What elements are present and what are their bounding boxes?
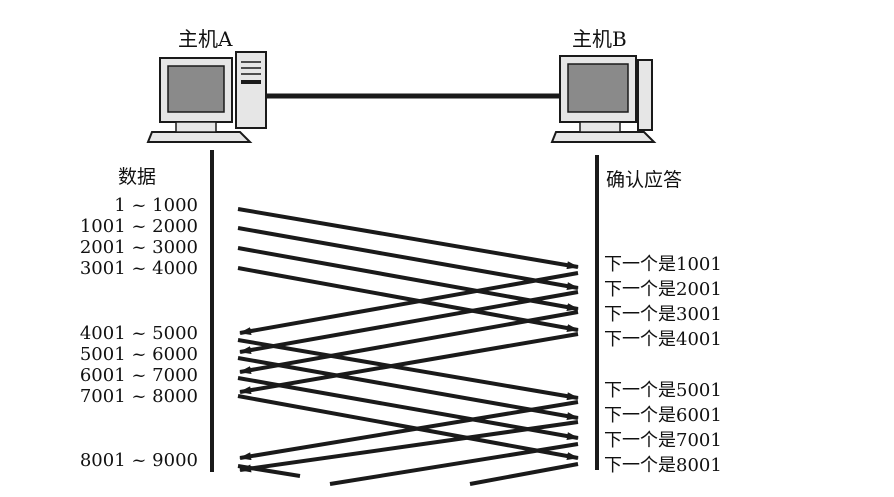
ack-arrow: [239, 290, 579, 355]
ack-arrow: [239, 400, 579, 461]
data-arrow: [237, 394, 579, 460]
ack-arrow: [239, 420, 579, 473]
data-column-heading: 数据: [118, 166, 156, 188]
ack-arrow: [329, 442, 579, 486]
data-segment-label: 3001 ~ 4000: [80, 258, 198, 279]
host-b-computer-icon: [550, 55, 657, 143]
data-arrow: [237, 226, 579, 291]
ack-label: 下一个是7001: [604, 430, 722, 451]
ack-labels: 下一个是1001 下一个是2001 下一个是3001 下一个是4001 下一个是…: [604, 254, 722, 476]
data-arrow: [237, 356, 579, 421]
ack-arrow: [239, 310, 579, 375]
data-arrow: [237, 207, 579, 270]
data-segment-label: 6001 ~ 7000: [80, 365, 198, 386]
ack-arrow: [239, 332, 579, 395]
ack-label: 下一个是4001: [604, 329, 722, 350]
data-segment-label: 5001 ~ 6000: [80, 344, 198, 365]
ack-arrow: [239, 271, 579, 336]
ack-column-heading: 确认应答: [606, 169, 682, 191]
host-a-computer-icon: [146, 51, 267, 143]
data-arrow: [237, 338, 579, 401]
data-arrow: [237, 376, 579, 441]
ack-label: 下一个是2001: [604, 279, 722, 300]
data-segment-label: 1 ~ 1000: [114, 195, 198, 216]
data-segment-label: 2001 ~ 3000: [80, 237, 198, 258]
ack-label: 下一个是1001: [604, 254, 722, 275]
host-b-label: 主机B: [572, 27, 627, 51]
data-arrow: [237, 246, 579, 311]
data-segment-label: 7001 ~ 8000: [80, 386, 198, 407]
data-segment-label: 1001 ~ 2000: [80, 216, 198, 237]
ack-label: 下一个是6001: [604, 405, 722, 426]
ack-arrow: [469, 462, 579, 486]
host-a-label: 主机A: [178, 27, 233, 51]
data-arrow: [237, 266, 579, 332]
ack-arrows: [239, 271, 579, 486]
ack-label: 下一个是5001: [604, 380, 722, 401]
ack-label: 下一个是3001: [604, 304, 722, 325]
data-segment-labels: 1 ~ 1000 1001 ~ 2000 2001 ~ 3000 3001 ~ …: [80, 195, 198, 471]
data-segment-label: 4001 ~ 5000: [80, 323, 198, 344]
data-arrows: [237, 207, 579, 460]
data-arrow: [237, 464, 301, 478]
ack-label: 下一个是8001: [604, 455, 722, 476]
data-segment-label: 8001 ~ 9000: [80, 450, 198, 471]
